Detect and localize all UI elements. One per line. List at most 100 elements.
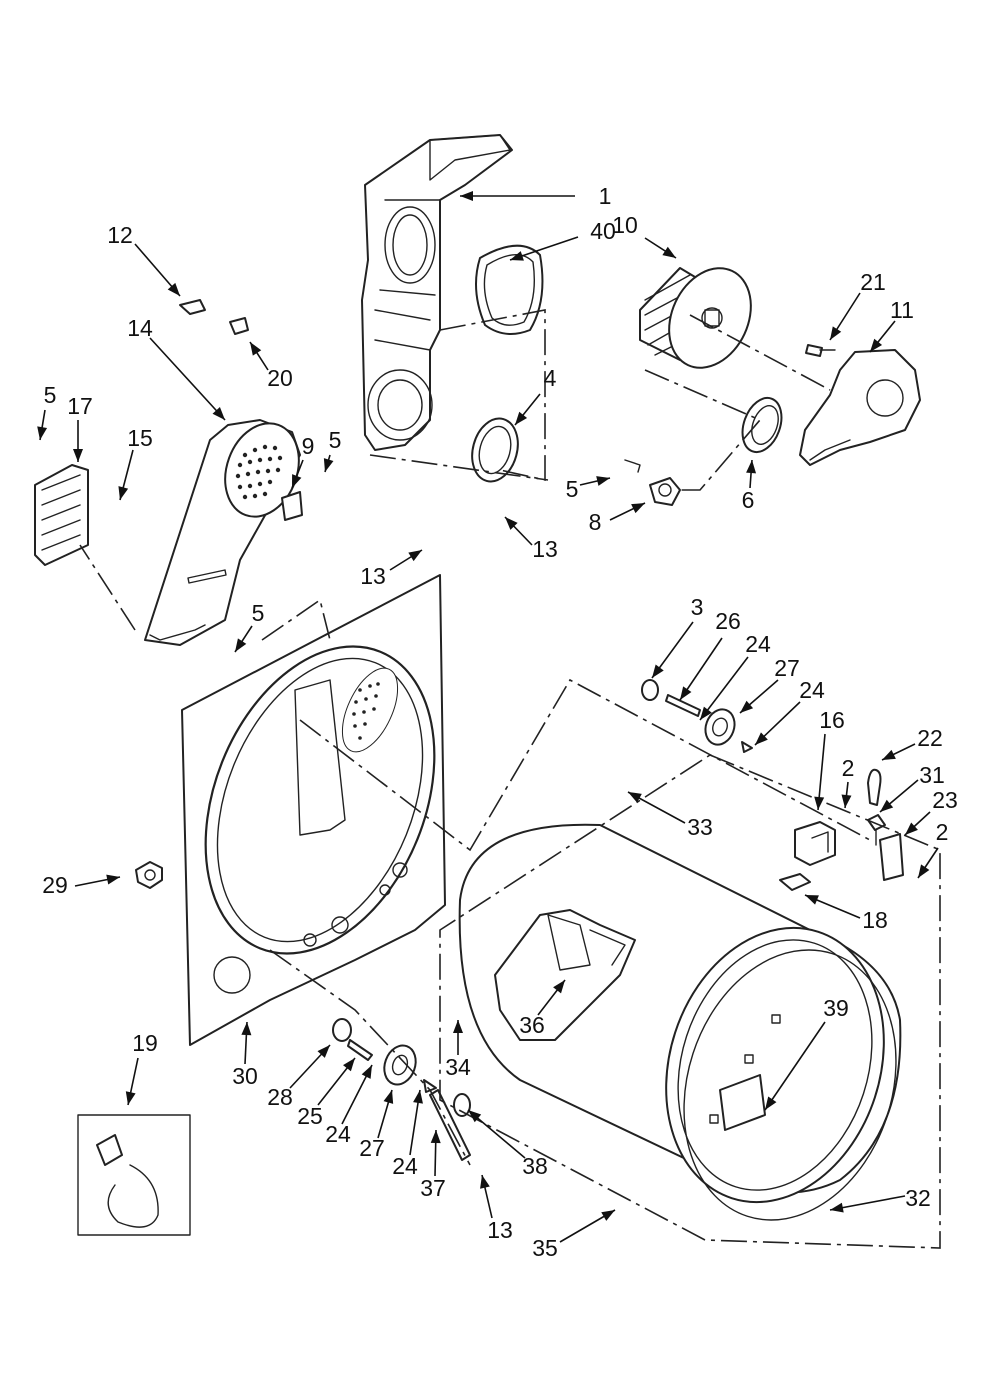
bearing-part — [741, 396, 783, 454]
callout-label-2: 2 — [936, 819, 949, 845]
callout-label-36: 36 — [519, 1012, 545, 1038]
callout-arrowhead-40 — [510, 251, 524, 261]
callout-arrowhead-5 — [323, 458, 334, 472]
callout-label-1: 1 — [599, 183, 612, 209]
clip-part-18 — [779, 873, 811, 891]
callout-arrowhead-10 — [662, 246, 676, 258]
callout-arrowhead-8 — [631, 503, 645, 514]
callout-label-4: 4 — [544, 365, 557, 391]
callout-arrowhead-32 — [830, 1202, 844, 1213]
callout-label-24: 24 — [799, 677, 825, 703]
callout-arrowhead-2 — [841, 794, 852, 808]
callout-arrowhead-24 — [361, 1065, 372, 1079]
callout-label-25: 25 — [297, 1103, 323, 1129]
callout-arrowhead-33 — [628, 792, 642, 803]
screw-part-20 — [229, 317, 249, 335]
callout-arrowhead-9 — [292, 474, 302, 488]
bracket-part-23 — [879, 833, 904, 881]
callout-label-33: 33 — [687, 814, 713, 840]
callout-label-24: 24 — [325, 1121, 351, 1147]
callout-label-35: 35 — [532, 1235, 558, 1261]
callout-arrowhead-38 — [468, 1110, 482, 1123]
callout-arrowhead-37 — [430, 1130, 441, 1144]
callout-label-13: 13 — [487, 1217, 513, 1243]
callout-arrowhead-24 — [700, 706, 712, 720]
callout-arrowhead-27 — [740, 700, 754, 713]
callout-arrowhead-30 — [241, 1022, 252, 1036]
callout-arrowhead-5 — [37, 426, 48, 440]
callout-arrowhead-2 — [918, 864, 930, 878]
callout-arrowhead-15 — [118, 486, 129, 500]
callout-label-40: 40 — [590, 218, 616, 244]
callout-label-3: 3 — [691, 594, 704, 620]
callout-label-32: 32 — [905, 1185, 931, 1211]
callout-label-34: 34 — [445, 1054, 471, 1080]
callout-label-11: 11 — [890, 297, 914, 323]
callout-label-18: 18 — [862, 907, 888, 933]
front-bulkhead-part — [181, 574, 446, 1046]
bracket-part-9 — [281, 491, 303, 521]
nut-part-29 — [135, 861, 163, 889]
callout-arrowhead-24 — [755, 732, 768, 745]
callout-label-5: 5 — [566, 476, 579, 502]
callout-label-31: 31 — [919, 762, 945, 788]
callout-arrowhead-20 — [250, 342, 262, 356]
callout-arrowhead-5 — [235, 638, 247, 652]
callout-label-8: 8 — [589, 509, 602, 535]
clip-part-12 — [179, 299, 206, 315]
roller-assembly-top — [641, 679, 753, 753]
terminal-block-part — [34, 464, 89, 566]
callout-arrowhead-26 — [680, 686, 692, 700]
blower-wheel-part — [639, 267, 752, 369]
callout-label-12: 12 — [107, 222, 133, 248]
callout-label-28: 28 — [267, 1084, 293, 1110]
callout-label-19: 19 — [132, 1030, 158, 1056]
blower-seal-part — [471, 417, 519, 483]
callout-label-20: 20 — [267, 365, 293, 391]
assembly-lines — [79, 309, 941, 1249]
callout-label-5: 5 — [44, 382, 57, 408]
callout-label-22: 22 — [917, 725, 943, 751]
callout-leader-14 — [149, 337, 226, 421]
callout-label-16: 16 — [819, 707, 845, 733]
callout-label-2: 2 — [842, 755, 855, 781]
callout-arrowhead-5 — [596, 476, 610, 486]
thermostat-part — [624, 459, 681, 506]
callout-arrowhead-17 — [73, 449, 83, 462]
callout-arrowhead-13 — [408, 550, 422, 562]
blower-housing-part — [799, 349, 921, 466]
callout-arrowhead-19 — [125, 1091, 136, 1105]
callout-arrowhead-1 — [460, 191, 473, 201]
callout-label-30: 30 — [232, 1063, 258, 1089]
callout-label-38: 38 — [522, 1153, 548, 1179]
callout-label-13: 13 — [360, 563, 386, 589]
callout-leader-24 — [699, 656, 749, 721]
callout-arrowhead-23 — [905, 822, 918, 835]
callout-label-5: 5 — [329, 427, 342, 453]
callout-label-26: 26 — [715, 608, 741, 634]
heater-panel-part — [144, 419, 301, 646]
callout-label-39: 39 — [823, 995, 849, 1021]
callout-arrowhead-39 — [765, 1096, 777, 1110]
callout-label-17: 17 — [67, 393, 93, 419]
callout-arrowhead-34 — [453, 1020, 463, 1033]
callout-arrowhead-13 — [480, 1175, 490, 1189]
sensor-part-22 — [867, 768, 882, 806]
callout-arrowhead-6 — [746, 460, 757, 474]
callout-label-24: 24 — [392, 1153, 418, 1179]
callout-label-21: 21 — [860, 269, 886, 295]
callout-arrowhead-4 — [515, 411, 528, 425]
switch-part-16 — [794, 821, 836, 866]
callout-arrowhead-12 — [167, 282, 180, 296]
callout-leader-39 — [764, 1021, 826, 1111]
roller-assembly-bottom — [332, 1018, 471, 1161]
callout-label-9: 9 — [302, 433, 315, 459]
callout-arrowhead-31 — [880, 799, 894, 812]
callout-arrowhead-25 — [343, 1058, 355, 1072]
callout-arrowhead-36 — [553, 980, 565, 994]
callout-arrowhead-14 — [212, 407, 225, 420]
bulkhead-grille — [352, 682, 380, 740]
callout-arrowhead-21 — [830, 326, 842, 340]
